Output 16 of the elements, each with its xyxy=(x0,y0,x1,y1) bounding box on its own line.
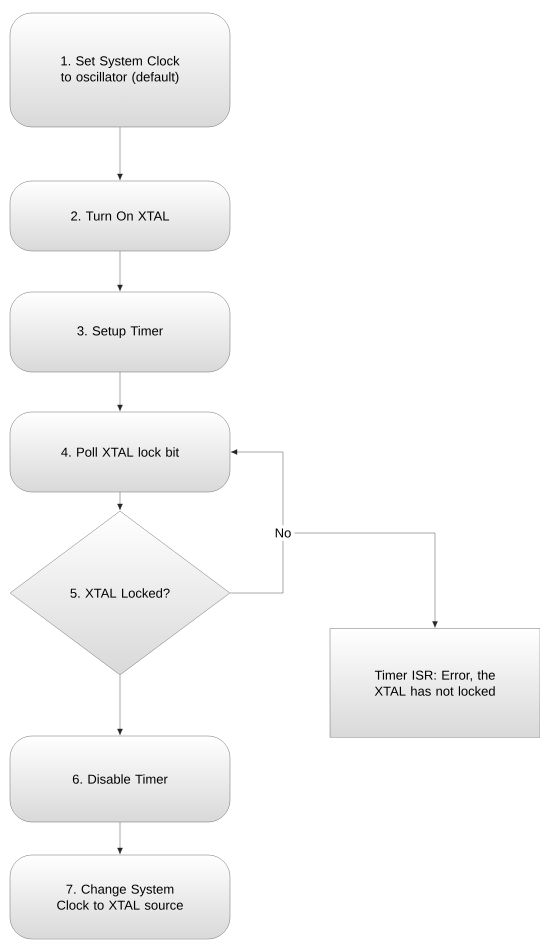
process-box: 3. Setup Timer xyxy=(10,292,230,372)
arrow xyxy=(117,127,123,180)
arrow xyxy=(117,822,123,854)
arrow xyxy=(294,532,438,628)
edge-label: No xyxy=(272,525,294,541)
process-box: 7. Change System Clock to XTAL source xyxy=(10,854,230,940)
arrow xyxy=(117,492,123,510)
arrow xyxy=(117,372,123,412)
arrow xyxy=(117,675,123,736)
arrow xyxy=(117,251,123,292)
process-box: 2. Turn On XTAL xyxy=(10,180,230,252)
process-box: Timer ISR: Error, the XTAL has not locked xyxy=(330,628,540,738)
process-box: 4. Poll XTAL lock bit xyxy=(10,412,230,492)
arrow xyxy=(230,449,284,526)
process-box: 6. Disable Timer xyxy=(10,736,230,822)
process-box: 1. Set System Clock to oscillator (default) xyxy=(10,12,230,128)
